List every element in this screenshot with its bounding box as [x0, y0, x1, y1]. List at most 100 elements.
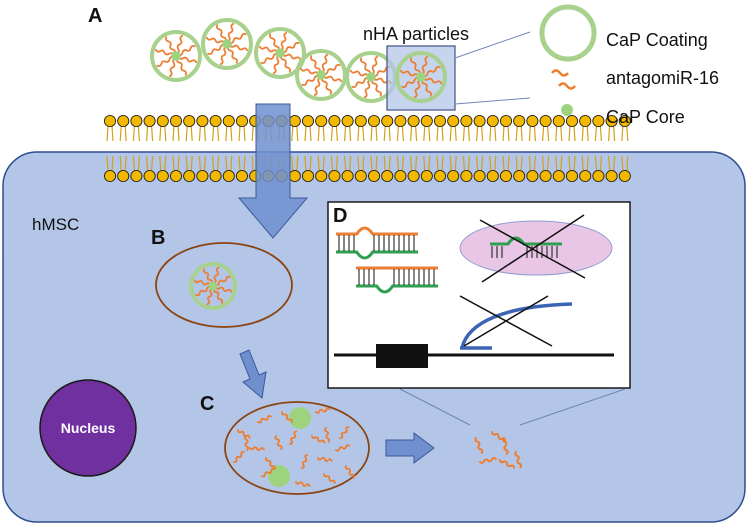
- lipid-head-inner: [169, 169, 183, 183]
- lipid-head-outer: [169, 114, 183, 128]
- antagomir-strand: [264, 457, 276, 470]
- antagomir-strand: [321, 76, 333, 95]
- lipid-tail-inner: [542, 155, 550, 172]
- antagomir-strand: [323, 473, 336, 484]
- lipid-tail-inner: [594, 155, 602, 172]
- antagomir-strand: [313, 77, 321, 96]
- cap-coating-shell: [189, 262, 237, 310]
- lipid-tail-outer: [515, 125, 523, 142]
- antagomir-strand: [195, 286, 212, 297]
- lipid-head-outer: [315, 114, 328, 128]
- arrow-c-to-cytoplasm: [385, 432, 435, 464]
- antagomir-strand: [281, 411, 293, 423]
- lipid-head-inner: [618, 169, 631, 183]
- antagomir-strand: [207, 44, 226, 56]
- antagomir-strand: [228, 32, 247, 44]
- antagomir-strand: [156, 56, 175, 68]
- lipid-tail-outer: [423, 125, 431, 142]
- lipid-head-outer: [130, 114, 143, 128]
- lipid-head-outer: [579, 114, 592, 128]
- lipid-tail-inner: [410, 155, 418, 172]
- lipid-head-outer: [433, 114, 447, 128]
- antagomir-strand: [259, 45, 278, 53]
- lipid-tail-outer: [396, 125, 404, 142]
- cap-coating-shell: [254, 27, 306, 79]
- entry-arrow: [237, 103, 309, 239]
- antagomir-strand: [351, 77, 370, 89]
- lipid-tail-outer: [581, 125, 589, 142]
- antagomir-strand: [350, 69, 369, 77]
- lipid-head-inner: [447, 169, 460, 183]
- antagomir-strand: [421, 56, 429, 75]
- lipid-head-outer: [341, 114, 354, 128]
- lipid-head-inner: [381, 169, 394, 183]
- panel-a-label: A: [88, 5, 102, 27]
- antagomir-strand: [474, 437, 484, 454]
- antagomir-strand: [301, 454, 308, 469]
- antagomir-strand: [257, 415, 272, 424]
- antagomir-strand: [344, 465, 355, 479]
- lipid-tail-outer: [555, 125, 563, 142]
- lipid-tail-outer: [172, 125, 180, 142]
- lipid-tail-outer: [317, 125, 325, 142]
- lipid-head-outer: [394, 114, 407, 128]
- lipid-tail-outer: [528, 125, 536, 142]
- antagomir-strand: [168, 58, 176, 77]
- antagomir-strand: [219, 46, 227, 65]
- lipid-tail-inner: [423, 155, 431, 172]
- antagomir-strand: [282, 53, 301, 61]
- lipid-head-outer: [209, 114, 222, 128]
- lipid-tail-inner: [515, 155, 523, 172]
- lipid-tail-outer: [119, 125, 127, 142]
- lipid-tail-inner: [132, 155, 140, 172]
- nha-particle: [189, 262, 237, 310]
- lipid-tail-outer: [106, 125, 114, 142]
- lipid-head-inner: [130, 169, 143, 183]
- antagomir-strand: [177, 44, 196, 56]
- cap-core: [275, 48, 285, 58]
- lipid-tail-outer: [568, 125, 576, 142]
- lipid-tail-inner: [291, 155, 299, 172]
- lipid-tail-inner: [489, 155, 497, 172]
- cell-label: hMSC: [32, 215, 79, 234]
- cap-coating-shell: [150, 30, 202, 82]
- lipid-tail-outer: [330, 125, 338, 142]
- lipid-tail-inner: [502, 155, 510, 172]
- lipid-tail-inner: [396, 155, 404, 172]
- cap-core: [366, 72, 376, 82]
- antagomir-strand: [324, 427, 331, 443]
- cap-coating-shell: [295, 49, 347, 101]
- cap-core-fragment-1: [289, 407, 311, 429]
- lipid-tail-outer: [238, 125, 246, 142]
- antagomir-strand: [317, 456, 333, 462]
- lipid-head-outer: [222, 114, 235, 128]
- antagomir-strand: [268, 33, 280, 52]
- lipid-tail-outer: [185, 125, 193, 142]
- lipid-head-outer: [552, 114, 565, 128]
- lipid-head-inner: [539, 169, 552, 183]
- lipid-tail-inner: [106, 155, 114, 172]
- lipid-head-outer: [367, 114, 381, 128]
- antagomir-strand: [227, 45, 239, 64]
- antagomir-strand: [176, 57, 188, 76]
- duplex-bottom-strand: [336, 250, 418, 260]
- lipid-tail-inner: [146, 155, 154, 172]
- cross-out-line-2: [481, 214, 585, 283]
- lipid-head-inner: [486, 169, 499, 183]
- lipid-tail-inner: [304, 155, 312, 172]
- lipid-head-inner: [592, 169, 605, 183]
- release-vesicle: [224, 401, 370, 495]
- lipid-head-outer: [381, 114, 394, 128]
- lipid-tail-outer: [489, 125, 497, 142]
- lipid-head-outer: [592, 114, 605, 128]
- lipid-head-inner: [315, 169, 328, 183]
- panel-c-label: C: [200, 393, 214, 415]
- lipid-tail-inner: [330, 155, 338, 172]
- lipid-head-outer: [235, 114, 249, 128]
- lipid-tail-inner: [581, 155, 589, 172]
- lipid-tail-outer: [291, 125, 299, 142]
- cross-out-line-4: [463, 295, 549, 347]
- antagomir-strand: [155, 48, 174, 56]
- lipid-head-outer: [605, 114, 618, 128]
- lipid-head-inner: [288, 169, 301, 183]
